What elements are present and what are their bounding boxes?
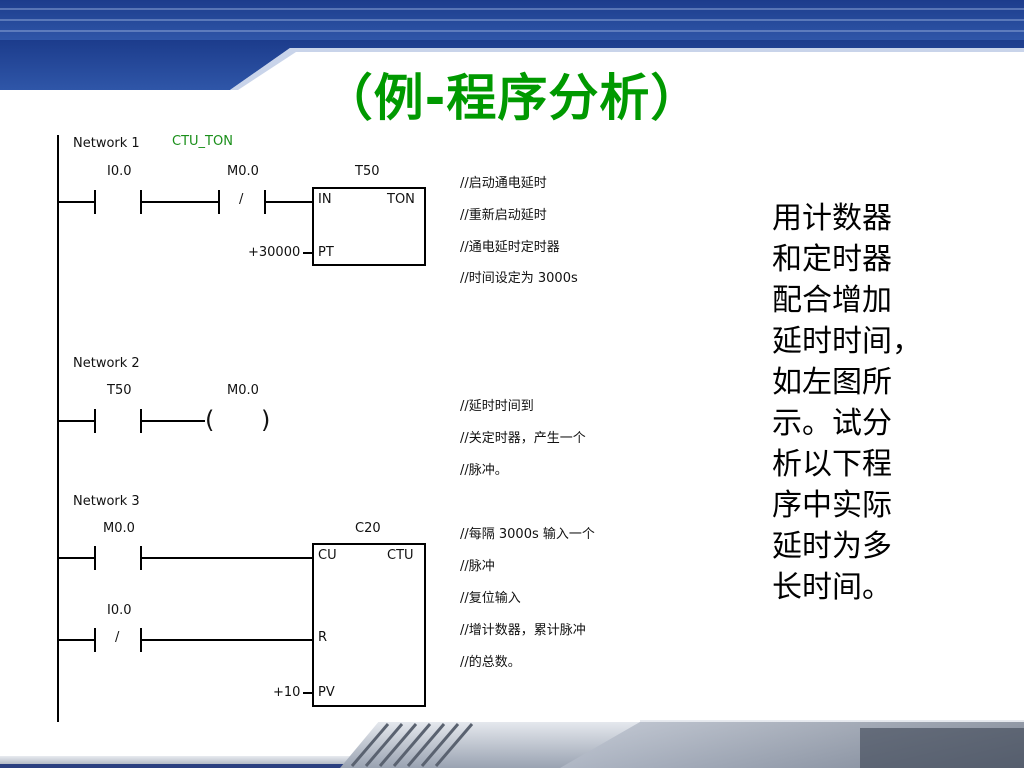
network-1-label: Network 1 bbox=[73, 136, 140, 151]
network-3-label: Network 3 bbox=[73, 494, 140, 509]
comment-line: //延时时间到 bbox=[460, 399, 534, 414]
comment-line: //启动通电延时 bbox=[460, 176, 547, 191]
counter-name: C20 bbox=[355, 521, 381, 536]
comment-line: //时间设定为 3000s bbox=[460, 271, 578, 286]
comment-line: //通电延时定时器 bbox=[460, 240, 560, 255]
side-text-line: 长时间。 bbox=[772, 570, 892, 605]
side-question-text: 用计数器 和定时器 配合增加 延时时间， 如左图所 示。试分 析以下程 序中实际… bbox=[772, 198, 922, 608]
coil-left-paren: ( bbox=[205, 406, 215, 434]
comment-line: //重新启动延时 bbox=[460, 208, 547, 223]
contact-i00-label: I0.0 bbox=[107, 603, 132, 618]
timer-name: T50 bbox=[355, 164, 380, 179]
page-title: （例-程序分析） bbox=[322, 69, 702, 127]
coil-right-paren: ) bbox=[261, 406, 271, 434]
side-text-line: 如左图所 bbox=[772, 365, 892, 400]
contact-m00-label: M0.0 bbox=[103, 521, 135, 536]
side-text-line: 用计数器 bbox=[772, 201, 892, 236]
contact-nc-symbol: / bbox=[239, 192, 244, 207]
counter-type: CTU bbox=[387, 548, 414, 563]
header-banner bbox=[0, 0, 1024, 90]
contact-m00-label: M0.0 bbox=[227, 164, 259, 179]
counter-preset-value: +10 bbox=[273, 685, 301, 700]
timer-preset-value: +30000 bbox=[248, 245, 301, 260]
contact-i00-label: I0.0 bbox=[107, 164, 132, 179]
counter-pin-pv: PV bbox=[318, 685, 335, 700]
side-text-line: 析以下程 bbox=[772, 447, 892, 482]
ladder-diagram: Network 1 CTU_TON I0.0 M0.0 / T50 IN TON… bbox=[55, 130, 640, 722]
counter-pin-cu: CU bbox=[318, 548, 337, 563]
network-1-comment: CTU_TON bbox=[172, 134, 233, 149]
side-text-line: 和定时器 bbox=[772, 242, 892, 277]
comment-line: //每隔 3000s 输入一个 bbox=[460, 527, 595, 542]
ladder-lines bbox=[57, 135, 426, 722]
comment-line: //的总数。 bbox=[460, 655, 521, 670]
contact-t50-label: T50 bbox=[107, 383, 132, 398]
coil-m00-label: M0.0 bbox=[227, 383, 259, 398]
timer-type: TON bbox=[387, 192, 415, 207]
side-text-line: 示。试分 bbox=[772, 406, 892, 441]
side-text-line: 序中实际 bbox=[772, 488, 892, 523]
comment-line: //脉冲 bbox=[460, 559, 495, 574]
counter-pin-r: R bbox=[318, 630, 328, 645]
side-text-line: 延时时间， bbox=[772, 324, 922, 359]
comment-line: //复位输入 bbox=[460, 591, 521, 606]
timer-pin-pt: PT bbox=[318, 245, 334, 260]
contact-nc-symbol: / bbox=[115, 630, 120, 645]
network-2-label: Network 2 bbox=[73, 356, 140, 371]
comment-line: //增计数器，累计脉冲 bbox=[460, 623, 586, 638]
side-text-line: 延时为多 bbox=[772, 529, 892, 564]
comment-line: //关定时器，产生一个 bbox=[460, 431, 586, 446]
comment-line: //脉冲。 bbox=[460, 463, 508, 478]
side-text-line: 配合增加 bbox=[772, 283, 892, 318]
timer-pin-in: IN bbox=[318, 192, 332, 207]
footer-decoration bbox=[0, 720, 1024, 768]
